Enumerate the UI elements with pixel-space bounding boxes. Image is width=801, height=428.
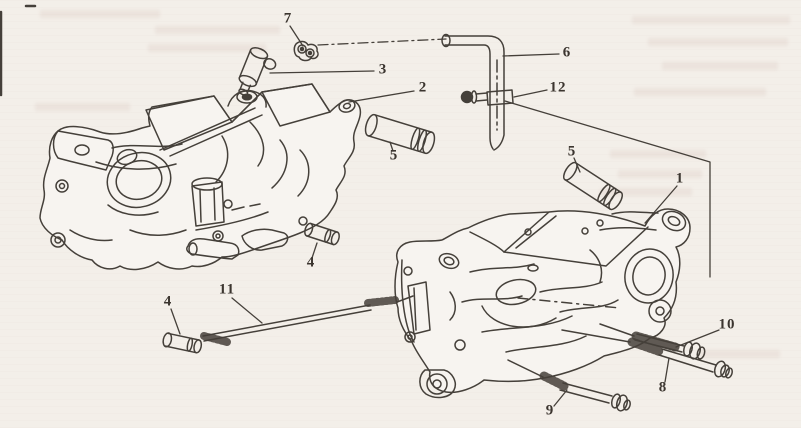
pipe-clamp-bolt-drawing bbox=[460, 89, 514, 106]
right-lower-boss bbox=[648, 299, 672, 323]
leader-2 bbox=[348, 90, 415, 103]
leader-3 bbox=[269, 70, 375, 74]
right-bearing-ring-outer bbox=[624, 248, 674, 304]
leader-6 bbox=[502, 53, 560, 57]
left-case-fin-deck bbox=[261, 83, 331, 127]
callout-11: 11 bbox=[218, 281, 236, 298]
callout-12: 12 bbox=[549, 79, 567, 96]
callout-4-bottom: 4 bbox=[163, 293, 173, 310]
leader-11 bbox=[231, 297, 263, 324]
bolt-head bbox=[460, 90, 474, 104]
leader-12-long bbox=[504, 100, 711, 278]
bolt-hole bbox=[50, 232, 66, 248]
cylinder-spigot-outer bbox=[661, 210, 687, 232]
leader-7 bbox=[289, 25, 304, 47]
scan-artifacts bbox=[0, 4, 37, 97]
callout-2: 2 bbox=[418, 79, 428, 96]
leader-7-to-pipe bbox=[317, 38, 447, 46]
leader-4-bottom bbox=[170, 308, 181, 335]
bottom-boss bbox=[186, 238, 240, 260]
left-crankcase-half-drawing bbox=[39, 83, 362, 271]
dowel-hole bbox=[298, 216, 308, 226]
leader-8 bbox=[664, 357, 670, 383]
leader-1 bbox=[644, 185, 678, 224]
dowel-pin-bottom-drawing bbox=[162, 332, 203, 354]
callout-4-left-case: 4 bbox=[306, 254, 316, 271]
callout-5-upper: 5 bbox=[389, 147, 399, 164]
left-case-interior-ribs bbox=[69, 121, 310, 242]
cylinder-spigot-inner bbox=[667, 215, 681, 227]
right-bearing-ring-inner bbox=[632, 256, 666, 296]
center-opening bbox=[495, 278, 537, 306]
bolt-hole bbox=[55, 179, 69, 193]
callout-10: 10 bbox=[718, 316, 736, 333]
hose-clamp-drawing bbox=[293, 40, 319, 62]
leader-lines bbox=[170, 25, 720, 407]
leader-12 bbox=[513, 89, 548, 98]
callout-7: 7 bbox=[283, 10, 293, 27]
long-stud-drawing bbox=[200, 295, 414, 346]
leader-5-right bbox=[573, 157, 581, 173]
flange-bolt-upper-drawing bbox=[599, 323, 706, 360]
leader-9 bbox=[553, 389, 568, 407]
callout-9: 9 bbox=[545, 402, 555, 419]
callout-3: 3 bbox=[378, 61, 388, 78]
callout-5-right: 5 bbox=[567, 143, 577, 160]
callout-8: 8 bbox=[658, 379, 668, 396]
bearing-bore-outer bbox=[106, 151, 172, 209]
leader-10 bbox=[675, 329, 720, 348]
bottom-boss bbox=[241, 228, 289, 251]
flange-bolt-long-drawing bbox=[561, 329, 733, 379]
right-crankcase-half-drawing bbox=[394, 208, 691, 399]
left-mounting-bracket bbox=[400, 259, 431, 343]
left-case-ear bbox=[52, 130, 114, 171]
breather-joint-drawing bbox=[238, 47, 277, 96]
leader-4-left-case bbox=[311, 242, 318, 259]
callout-1: 1 bbox=[675, 170, 685, 187]
callout-6: 6 bbox=[562, 44, 572, 61]
tower-boss bbox=[191, 181, 225, 227]
breather-pipe-drawing bbox=[441, 33, 505, 151]
dowel-pin-right-drawing bbox=[562, 161, 624, 211]
right-case-fin-deck bbox=[503, 211, 649, 267]
flange-bolt-lower-drawing bbox=[507, 359, 631, 412]
bottom-foot bbox=[419, 369, 456, 399]
left-case-top-boss bbox=[338, 99, 356, 113]
dowel-pin-upper-drawing bbox=[364, 113, 436, 155]
left-case-outline bbox=[39, 83, 362, 271]
right-case-interior-ribs bbox=[449, 231, 621, 353]
dowel-pin-left-case-drawing bbox=[304, 222, 340, 246]
leader-5-upper bbox=[389, 141, 394, 152]
